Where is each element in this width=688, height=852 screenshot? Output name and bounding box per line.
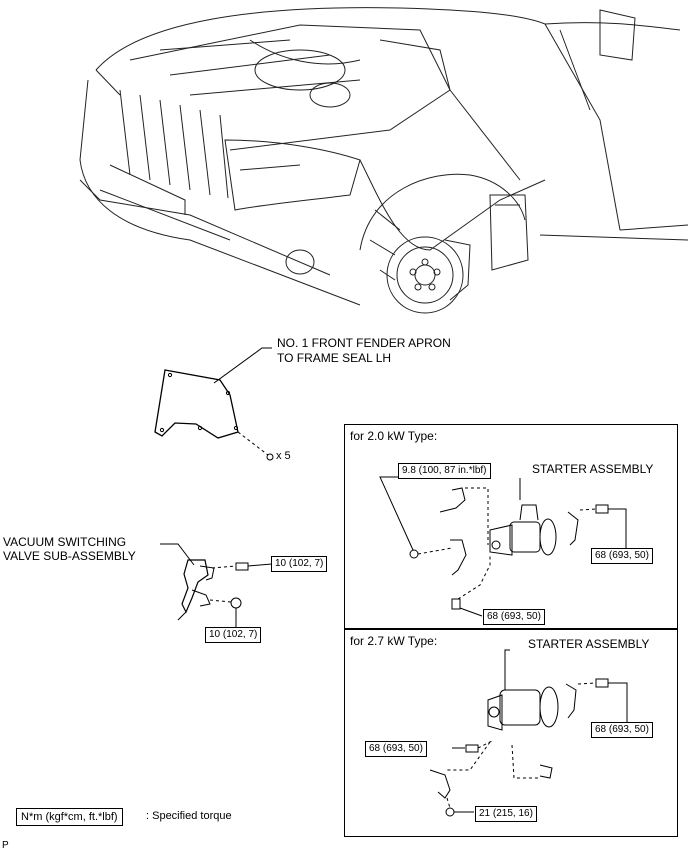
- vsv-bolt-torque: 10 (102, 7): [271, 556, 328, 572]
- panel-20kw: for 2.0 kW Type: STARTER ASSEMBLY 9.8 (1…: [344, 424, 678, 630]
- fender-seal-label-line2: TO FRAME SEAL LH: [277, 351, 392, 365]
- vsv-assembly: [160, 543, 273, 628]
- panel-20kw-starter-label: STARTER ASSEMBLY: [532, 462, 654, 476]
- fender-apron-seal: [154, 347, 274, 461]
- legend-torque-text: : Specified torque: [146, 810, 232, 822]
- panel-27kw: for 2.7 kW Type: STARTER ASSEMBLY 68 (69…: [344, 628, 678, 837]
- panel-27kw-terminal-torque: 68 (693, 50): [591, 722, 653, 738]
- corner-mark: P: [2, 840, 9, 851]
- panel-27kw-nut-torque: 21 (215, 16): [475, 806, 537, 822]
- vehicle-illustration: [79, 7, 688, 314]
- starter-20kw-drawing: [379, 476, 627, 617]
- starter-27kw-drawing: [429, 649, 628, 817]
- panel-27kw-starter-label: STARTER ASSEMBLY: [528, 637, 650, 651]
- panel-20kw-nut-torque: 9.8 (100, 87 in.*lbf): [398, 463, 491, 479]
- panel-20kw-terminal-torque: 68 (693, 50): [591, 548, 653, 564]
- panel-20kw-mount-torque: 68 (693, 50): [483, 609, 545, 625]
- panel-27kw-mount-torque: 68 (693, 50): [365, 741, 427, 757]
- vsv-label-line1: VACUUM SWITCHING: [3, 535, 127, 549]
- vsv-nut-torque: 10 (102, 7): [205, 627, 262, 643]
- clip-icon: [266, 453, 274, 461]
- vsv-label-line2: VALVE SUB-ASSEMBLY: [3, 549, 136, 563]
- fender-seal-label-line1: NO. 1 FRONT FENDER APRON: [277, 336, 451, 350]
- panel-20kw-title: for 2.0 kW Type:: [350, 429, 438, 443]
- legend-torque-box: N*m (kgf*cm, ft.*lbf): [16, 808, 123, 826]
- panel-27kw-title: for 2.7 kW Type:: [350, 634, 438, 648]
- clip-quantity: x 5: [276, 450, 291, 462]
